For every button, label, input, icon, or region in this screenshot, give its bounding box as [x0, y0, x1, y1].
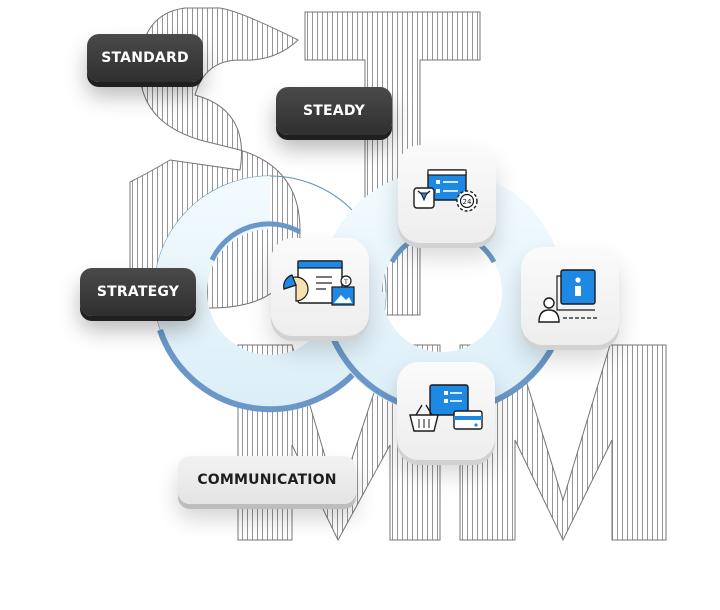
- tile-commerce: [397, 362, 495, 460]
- tile-strategy: T: [271, 238, 369, 336]
- communication-label: COMMUNICATION: [178, 456, 356, 504]
- tile-support: 24: [398, 145, 496, 243]
- tile-profile: [521, 247, 619, 345]
- chart-planning-icon: T: [283, 260, 355, 306]
- letter-t-outline: [304, 11, 481, 316]
- svg-text:24: 24: [463, 198, 472, 206]
- user-profile-desk-icon: [538, 269, 597, 323]
- strategy-label: STRATEGY: [80, 268, 196, 316]
- svg-text:T: T: [343, 279, 348, 286]
- steady-label: STEADY: [276, 87, 392, 135]
- standard-label: STANDARD: [87, 34, 203, 82]
- checklist-support-24-icon: 24: [413, 169, 478, 212]
- ring-left: [153, 175, 387, 413]
- shopping-payment-icon: [409, 384, 483, 432]
